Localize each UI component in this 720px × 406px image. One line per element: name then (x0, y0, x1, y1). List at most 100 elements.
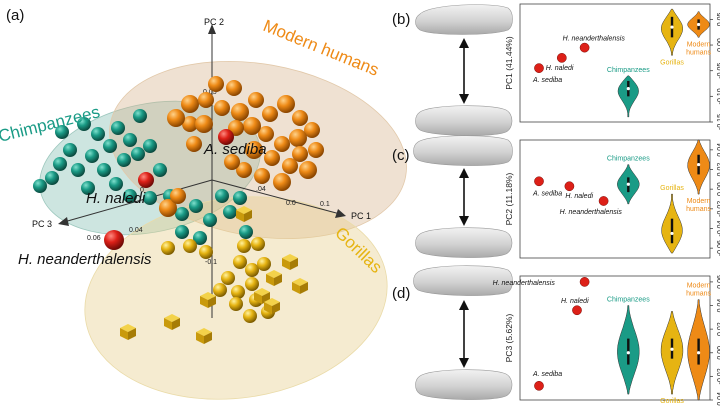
chimpanzee-specimen-sphere (193, 231, 207, 245)
modern-human-specimen-sphere (299, 161, 317, 179)
gorilla-specimen-cube (282, 254, 298, 270)
chimpanzee-specimen-sphere (123, 133, 137, 147)
chimpanzee-specimen-sphere (175, 207, 189, 221)
chimpanzee-specimen-sphere (175, 225, 189, 239)
panel-label-d: (d) (392, 285, 410, 302)
violin-shape (617, 75, 639, 118)
chimpanzee-specimen-sphere (81, 181, 95, 195)
fossil-point-label: H. neanderthalensis (493, 280, 556, 287)
cube-left-face (266, 274, 274, 286)
fossil-neanderthalensis-sphere (104, 230, 124, 250)
fossil-point-label: H. neanderthalensis (563, 36, 626, 43)
arrowhead-c-up (459, 168, 469, 178)
y-tick-label: -0.15 (717, 114, 720, 130)
fossil-point-label: A. sediba (532, 77, 562, 84)
chimpanzee-specimen-sphere (189, 199, 203, 213)
y-tick-label: -0.06 (717, 240, 720, 256)
pc3-axis-line (63, 179, 213, 223)
violin-median (626, 182, 630, 186)
modern-human-specimen-sphere (159, 199, 177, 217)
modern-human-specimen-sphere (273, 173, 291, 191)
modern-human-specimen-sphere (167, 109, 185, 127)
violin-group-label: Gorillas (660, 185, 684, 192)
y-tick-label: 0.04 (717, 143, 720, 157)
label-h-neanderthalensis: H. neanderthalensis (18, 251, 152, 268)
modern-human-specimen-sphere (254, 168, 270, 184)
y-tick-label: 0.02 (717, 163, 720, 177)
chimpanzee-specimen-sphere (233, 191, 247, 205)
modern-human-specimen-sphere (195, 115, 213, 133)
arrowhead-b-up (459, 38, 469, 48)
specimen-spheres (33, 76, 324, 344)
fossil-point-label: A. sediba (532, 190, 562, 197)
y-tick-label: -0.05 (717, 63, 720, 79)
fossil-naledi-sphere (138, 172, 154, 188)
gorilla-specimen-sphere (199, 245, 213, 259)
violin-group-label: Chimpanzees (607, 156, 650, 163)
origin-tick-a: 0 (140, 187, 144, 194)
modern-human-specimen-sphere (258, 126, 274, 142)
violin-group-label: Modern (687, 41, 711, 48)
fossil-point (534, 63, 544, 73)
chimpanzee-specimen-sphere (53, 157, 67, 171)
y-tick-label: 0.02 (717, 322, 720, 336)
cube-right-face (208, 296, 216, 308)
gorilla-specimen-cube (292, 278, 308, 294)
modern-human-specimen-sphere (264, 150, 280, 166)
violin-median (697, 22, 701, 27)
pc3-tick-near: 0.04 (129, 227, 143, 234)
violin-group-label: Chimpanzees (607, 297, 650, 304)
bone-shape-c-top (413, 135, 513, 166)
cube-left-face (236, 210, 244, 222)
chimpanzee-specimen-sphere (123, 189, 137, 203)
modern-human-specimen-sphere (243, 117, 261, 135)
panel-a: (a) PC 2 PC 1 PC 3 0.05 0.1 0.04 0.06 -0… (0, 7, 407, 400)
arrowhead-c-down (459, 216, 469, 226)
fossil-point (564, 181, 575, 192)
modern-human-specimen-sphere (231, 103, 249, 121)
pc2-arrowhead (208, 24, 216, 34)
gorilla-specimen-cube (254, 288, 270, 304)
chimpanzee-specimen-sphere (203, 213, 217, 227)
pc3-tick-far: 0.06 (87, 235, 101, 242)
chimpanzee-specimen-sphere (215, 189, 229, 203)
y-tick-label: -0.04 (717, 220, 720, 236)
chimpanzee-specimen-sphere (109, 177, 123, 191)
chimpanzee-specimen-sphere (103, 139, 117, 153)
pc2-tick-top: 0.05 (203, 89, 217, 96)
modern-human-specimen-sphere (304, 122, 320, 138)
fossil-point (556, 53, 567, 63)
violin-group-label: Chimpanzees (607, 67, 650, 74)
modern-human-specimen-sphere (198, 92, 214, 108)
chimpanzee-specimen-sphere (223, 205, 237, 219)
arrowhead-d-up (459, 300, 469, 310)
y-axis-title: PC2 (11.18%) (504, 172, 514, 225)
gorilla-specimen-sphere (213, 283, 227, 297)
cube-right-face (172, 318, 180, 330)
modern-human-specimen-sphere (186, 136, 202, 152)
gorilla-specimen-cube (164, 314, 180, 330)
chimpanzee-specimen-sphere (133, 109, 147, 123)
chimpanzee-specimen-sphere (239, 225, 253, 239)
pc1-tick-right: 0.1 (320, 201, 330, 208)
cube-left-face (282, 258, 290, 270)
modern-human-specimen-sphere (181, 95, 199, 113)
gorilla-specimen-cube (120, 324, 136, 340)
chimpanzee-specimen-sphere (131, 147, 145, 161)
y-tick-label: 0.05 (717, 12, 720, 26)
fossil-point-label: H. naledi (565, 193, 593, 200)
cube-left-face (196, 332, 204, 344)
gorilla-specimen-sphere (251, 237, 265, 251)
gorilla-specimen-sphere (229, 297, 243, 311)
violin-group-label: Gorillas (660, 59, 684, 66)
gorilla-specimen-sphere (221, 271, 235, 285)
label-h-naledi: H. naledi (86, 190, 146, 207)
chimpanzee-specimen-sphere (111, 121, 125, 135)
violin-group-label: Gorillas (660, 398, 684, 405)
violin-group-label: humans (686, 291, 711, 298)
violin-median (697, 162, 701, 167)
chimpanzee-specimen-sphere (55, 125, 69, 139)
